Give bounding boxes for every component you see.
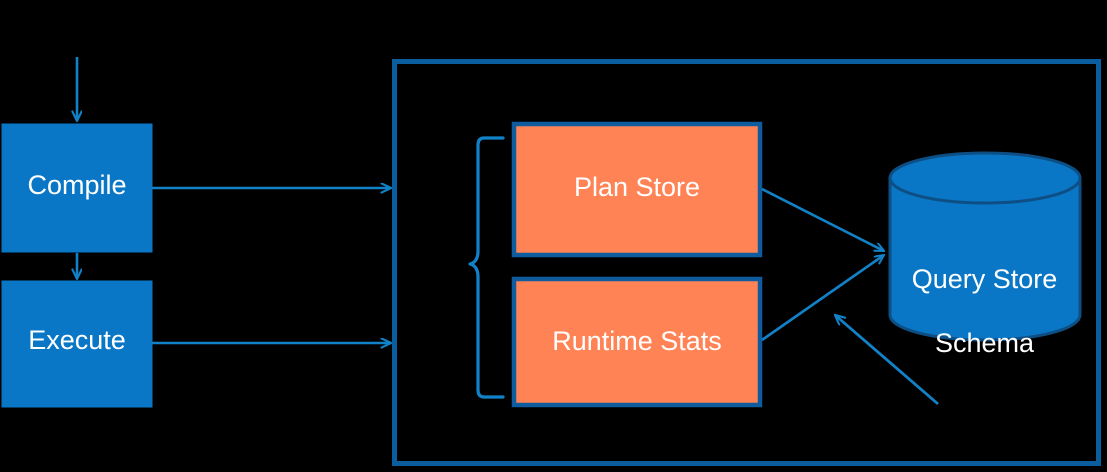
query-store-container [392, 59, 1101, 466]
node-runtime-stats[interactable] [511, 276, 763, 408]
node-plan-store[interactable] [511, 121, 763, 258]
connector-runtime-stats-to-schema [761, 253, 884, 342]
connector-external-to-schema [835, 315, 939, 406]
cylinder-top [888, 151, 1082, 205]
node-query-store-schema[interactable] [888, 151, 1082, 342]
grouping-brace [468, 136, 505, 399]
node-execute[interactable] [1, 280, 153, 408]
cylinder-body [888, 176, 1082, 342]
connector-plan-store-to-schema [761, 187, 884, 253]
node-compile[interactable] [1, 123, 153, 253]
